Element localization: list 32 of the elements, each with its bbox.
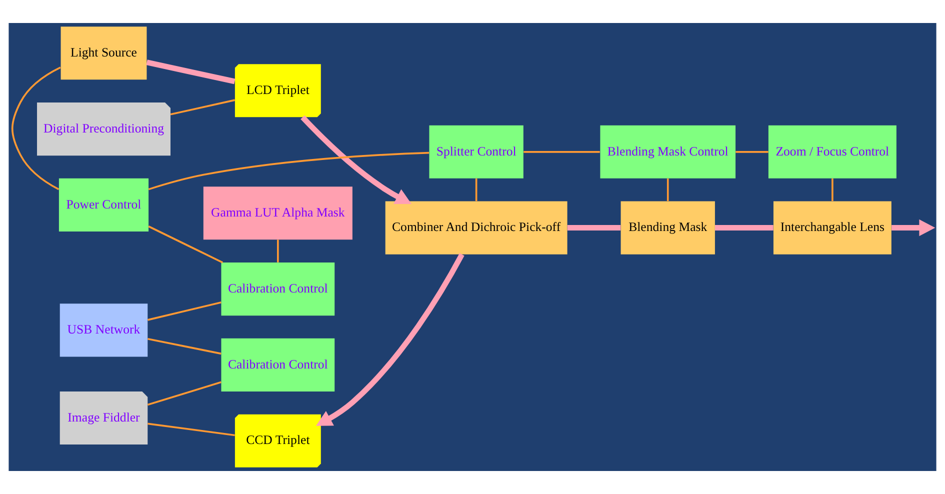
node-box: Power Control <box>58 178 149 232</box>
connector <box>832 178 834 202</box>
arrow <box>316 253 464 426</box>
node-box: Calibration Control <box>221 262 335 316</box>
node-box: Blending Mask Control <box>600 125 736 178</box>
node-box: Combiner And Dichroic Pick-off <box>385 201 568 254</box>
node-box: Calibration Control <box>221 338 335 392</box>
connector <box>148 422 235 436</box>
node-box: Interchangable Lens <box>773 201 892 254</box>
connector <box>567 225 621 231</box>
node-box: Light Source <box>60 26 147 80</box>
node-box: USB Network <box>60 304 148 357</box>
connector <box>148 338 222 355</box>
connector <box>148 152 430 190</box>
connector <box>146 60 236 84</box>
connector <box>148 226 224 264</box>
node-box: Gamma LUT Alpha Mask <box>203 186 352 240</box>
connector <box>666 178 669 202</box>
node-box: Splitter Control <box>429 125 524 178</box>
connector <box>147 381 222 406</box>
connector <box>170 99 236 116</box>
node-box: Blending Mask <box>620 201 715 254</box>
arrow <box>892 219 936 236</box>
connector <box>277 240 279 262</box>
connector <box>11 66 61 190</box>
connector <box>148 302 222 321</box>
connector <box>714 225 774 231</box>
connector <box>736 151 768 153</box>
connector <box>475 178 478 202</box>
node-box: Zoom / Focus Control <box>768 125 896 178</box>
connector <box>524 151 600 153</box>
arrow <box>300 115 412 204</box>
